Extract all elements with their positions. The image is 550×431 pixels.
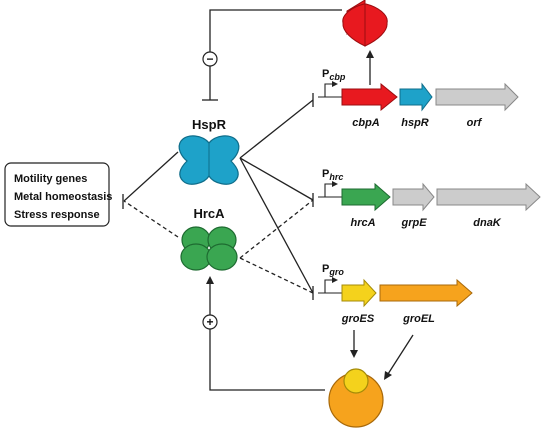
gene-dnak-label: dnaK [473,217,502,229]
hrc-operon: Phrc hrcA grpE dnaK [318,168,541,229]
target-item-stress: Stress response [14,209,100,221]
target-item-metal: Metal homeostasis [14,191,112,203]
gene-groel-label: groEL [402,313,435,325]
hrca-to-box-line [123,200,179,238]
gene-hrca-label: hrcA [350,217,375,229]
gro-operon: Pgro groES groEL [318,263,473,325]
phrc-label: Phrc [322,168,343,182]
hrca-protein-icon [180,226,238,271]
gene-orf-arrow [435,82,519,112]
groesl-complex-icon [328,368,384,428]
negative-feedback-loop [202,9,342,101]
hrca-to-phrc-line [239,199,314,259]
gene-groel-arrow [379,278,473,308]
gene-hspr-arrow [399,82,433,112]
negative-sign: − [206,52,213,66]
hspr-label: HspR [192,117,227,132]
positive-feedback-loop: + [202,276,325,391]
gene-grpe-arrow [392,182,435,212]
target-item-motility: Motility genes [14,173,87,185]
positive-sign: + [206,315,213,329]
negative-sign-marker: − [202,51,218,67]
gene-cbpa-label: cbpA [352,117,380,129]
gene-groes-label: groES [341,313,375,325]
cbpa-protein-icon [342,0,388,47]
hrca-label: HrcA [193,206,225,221]
gene-hrca-arrow [341,182,391,212]
gene-groes-arrow [341,278,377,308]
gene-orf-label: orf [467,117,483,129]
gene-grpe-label: grpE [400,217,427,229]
cbp-operon: Pcbp cbpA hspR orf [318,68,519,129]
negative-feedback-line [209,9,342,100]
pgro-label: Pgro [322,263,344,277]
hspr-to-pgro-line [239,157,314,294]
gro-translation-arrows [350,330,414,380]
hspr-to-pcbp-line [239,99,314,159]
hrca-to-pgro-line [239,257,314,294]
gene-dnak-arrow [436,182,541,212]
cbpa-translation-arrow [366,50,374,85]
hspr-to-box-line [123,151,179,202]
hspr-protein-icon [178,135,240,185]
hspr-to-phrc-line [239,157,314,201]
target-genes-box: Motility genes Metal homeostasis Stress … [4,162,112,227]
pcbp-label: Pcbp [322,68,346,82]
gene-cbpa-arrow [341,82,398,112]
gene-hspr-label: hspR [401,117,429,129]
